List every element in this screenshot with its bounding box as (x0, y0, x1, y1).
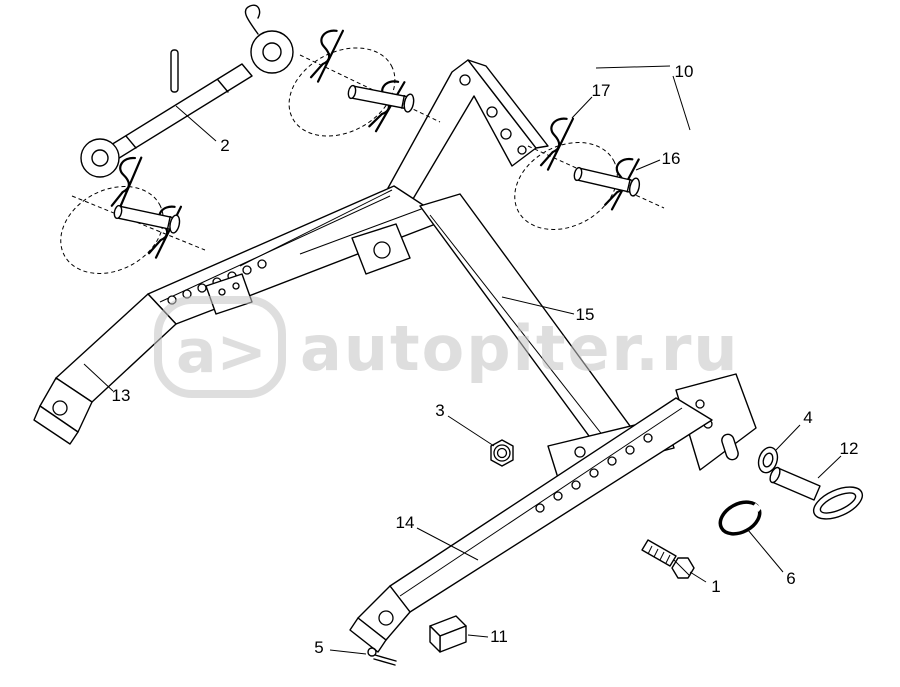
callout-label-12: 12 (840, 439, 859, 458)
callout-label-2: 2 (220, 136, 229, 155)
watermark: a> autopiter.ru (154, 296, 740, 398)
callout-label-4: 4 (803, 408, 812, 427)
callout-label-5: 5 (314, 638, 323, 657)
callout-label-10: 10 (675, 62, 694, 81)
leader-line-2 (175, 105, 217, 142)
leader-line-12 (817, 455, 842, 479)
watermark-logo-outline (154, 296, 286, 398)
leader-lines (83, 65, 842, 655)
callout-label-16: 16 (662, 149, 681, 168)
leader-line-15 (501, 296, 575, 315)
handle-pin-part (769, 466, 864, 520)
leader-line-11 (467, 634, 489, 638)
leader-line-1 (689, 571, 707, 583)
r-clip-icon (307, 24, 345, 86)
ring-part (718, 500, 762, 536)
leader-line-10b (672, 75, 691, 131)
callout-label-17: 17 (592, 81, 611, 100)
callout-labels: 2 10 17 16 15 13 3 4 12 14 1 6 5 11 (112, 62, 859, 657)
bolt-part (641, 539, 695, 579)
leader-line-16 (635, 159, 661, 171)
leader-line-5 (329, 649, 367, 655)
leader-line-10a (595, 65, 671, 69)
clevis-pin (571, 163, 642, 198)
leader-line-3 (447, 415, 495, 447)
leader-line-4 (775, 424, 801, 451)
leader-line-13 (83, 363, 114, 392)
callout-label-3: 3 (435, 401, 444, 420)
leader-line-14 (416, 527, 479, 561)
callout-label-15: 15 (576, 305, 595, 324)
cotter-pin-part (367, 647, 397, 666)
watermark-text: autopiter.ru (300, 312, 740, 385)
washer-part (757, 446, 779, 474)
linch-pin-group (60, 24, 665, 274)
nut-part (490, 439, 514, 467)
watermark-logo-icon: a> (176, 317, 267, 387)
main-frame-part (33, 59, 549, 445)
callout-label-13: 13 (112, 386, 131, 405)
clevis-pin (346, 81, 416, 114)
top-link-part (80, 4, 294, 178)
block-part (429, 615, 467, 653)
callout-label-6: 6 (786, 569, 795, 588)
callout-label-14: 14 (396, 513, 415, 532)
callout-label-1: 1 (711, 577, 720, 596)
callout-label-11: 11 (490, 627, 508, 646)
lower-beam-part (349, 373, 757, 653)
leader-line-6 (747, 529, 784, 573)
leader-line-17 (571, 96, 593, 119)
